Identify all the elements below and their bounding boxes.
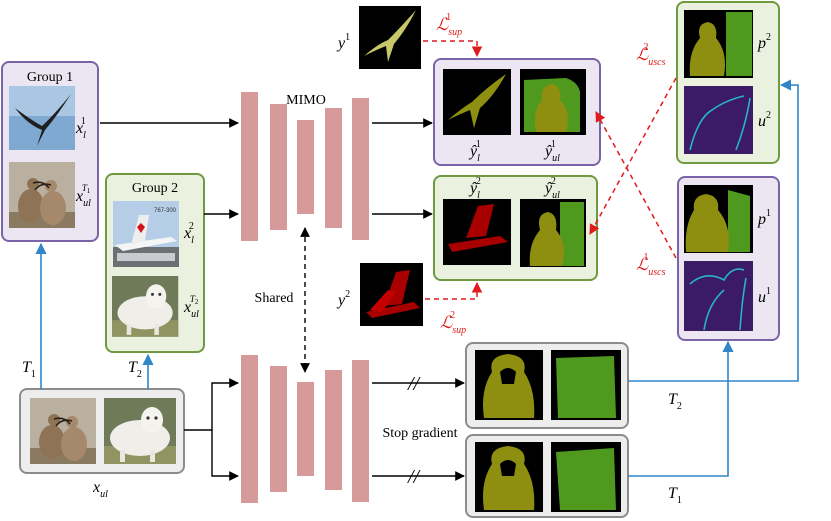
- arrow-y1-to-pred1: [423, 40, 483, 58]
- arrow-uscs-cross-b: [589, 77, 677, 235]
- curlews-photo-group1: [8, 161, 76, 229]
- mimo-label: MIMO: [286, 93, 326, 108]
- arrow-y2-to-pred2: [425, 281, 483, 300]
- mimo-network-bottom: [241, 355, 369, 503]
- curlews-photo-input: [29, 397, 97, 465]
- l-sup2-label: ℒsup2: [440, 310, 466, 336]
- xul-label: xul: [92, 479, 108, 500]
- sg-bottom-mask-b: [551, 442, 621, 512]
- u1-uncertainty-map: [684, 261, 753, 331]
- gt-y1-mask: [359, 6, 421, 69]
- y2-label: y2: [336, 289, 350, 309]
- xl1-label: xl1: [75, 116, 86, 141]
- sg-top-mask-a: [475, 350, 543, 420]
- p1-label: p1: [757, 208, 771, 228]
- plane-tail-text: 767-300: [154, 208, 177, 214]
- T1-left-label: T1: [22, 359, 36, 380]
- sg-top-mask-b: [551, 350, 621, 420]
- arrow-T2-to-uscs2: [628, 79, 799, 382]
- T2-right-label: T2: [668, 391, 682, 412]
- u2-uncertainty-map: [684, 86, 753, 154]
- arrow-T1-to-uscs1: [628, 340, 734, 477]
- shared-label: Shared: [255, 291, 294, 306]
- break-mark-top: //: [407, 373, 422, 395]
- xl2-label: xl2: [183, 221, 194, 246]
- arrow-uscs-cross-a: [595, 111, 677, 259]
- xul1-label: xulT1: [75, 183, 91, 209]
- yhat-ul1-label: ŷul1: [543, 139, 560, 164]
- pred-yhat-l2: [443, 199, 511, 265]
- pred-yhat-l1: [443, 69, 511, 135]
- l-uscs2-label: ℒuscs2: [636, 42, 666, 68]
- u2-label: u2: [758, 110, 771, 130]
- arrow-xul-split: [184, 378, 239, 431]
- yhat-l2-label: ŷl2: [468, 176, 481, 201]
- u1-label: u1: [758, 286, 771, 306]
- cow-photo-group2: [112, 276, 179, 337]
- mimo-network-top: [241, 92, 369, 241]
- frigatebird-photo: [9, 86, 75, 150]
- l-sup1-label: ℒsup1: [436, 12, 462, 38]
- T2-left-label: T2: [128, 359, 142, 380]
- break-mark-bottom: //: [407, 466, 422, 488]
- group1-label: Group 1: [27, 70, 73, 85]
- xul2-label: xulT2: [183, 294, 199, 320]
- stop-gradient-label: Stop gradient: [382, 426, 457, 441]
- yhat-l1-label: ŷl1: [468, 139, 481, 164]
- T1-right-label: T1: [668, 485, 682, 506]
- pred-yhat-ul2: [520, 199, 586, 267]
- arrow-xul-split-lower: [211, 430, 239, 481]
- p2-mask: [684, 10, 753, 78]
- p2-label: p2: [757, 32, 771, 52]
- l-uscs1-label: ℒuscs1: [636, 252, 666, 278]
- yhat-ul2-label: ŷul2: [543, 176, 560, 201]
- gt-y2-mask: [360, 263, 423, 326]
- p1-mask: [684, 185, 753, 253]
- cow-photo-input: [104, 398, 176, 464]
- y1-label: y1: [336, 32, 350, 52]
- sg-bottom-mask-a: [475, 442, 543, 512]
- group2-label: Group 2: [132, 181, 178, 196]
- pred-yhat-ul1: [520, 69, 586, 135]
